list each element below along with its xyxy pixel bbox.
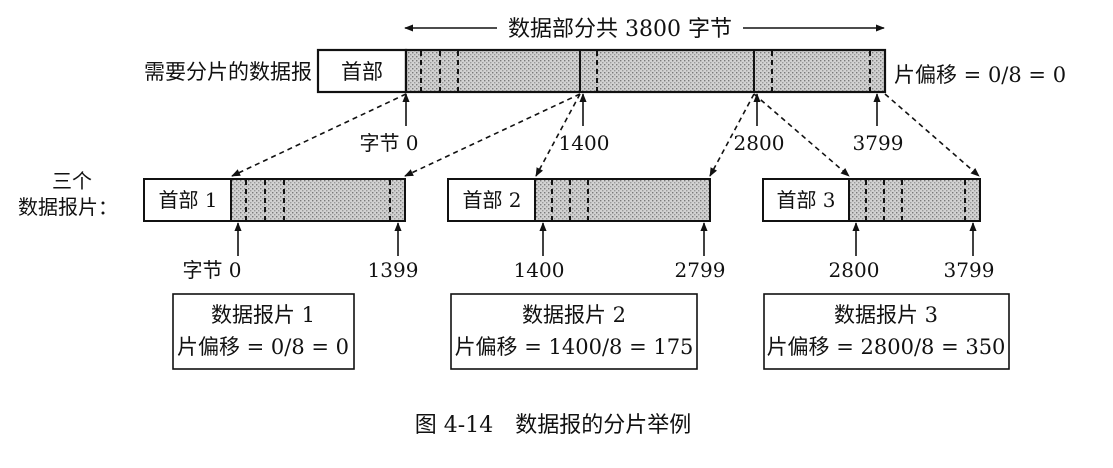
- fragment-start-label: 1400: [514, 258, 565, 282]
- fragments-label-line1: 三个: [52, 169, 92, 193]
- data-length-label: 数据部分共 3800 字节: [508, 17, 732, 42]
- fragment-header-label: 首部 1: [158, 188, 217, 212]
- tick-label: 3799: [853, 131, 904, 155]
- fragment-offset: 片偏移 = 1400/8 = 175: [455, 335, 694, 359]
- mapping-arrow: [709, 93, 755, 177]
- fragment-header: [762, 178, 850, 222]
- fragment-name: 数据报片 1: [211, 303, 315, 327]
- fragment-2: 首部 2 1400 2799 数据报片 2 片偏移 = 1400/8 = 175: [447, 178, 726, 370]
- fragment-data: [230, 178, 406, 222]
- original-datagram: 需要分片的数据报 首部 片偏移 = 0/8 = 0: [144, 48, 1066, 94]
- mapping-arrows: [231, 93, 980, 177]
- tick-label: 字节 0: [359, 131, 418, 155]
- fragment-header: [143, 178, 232, 222]
- datagram-data: [404, 48, 887, 94]
- datagram-label: 需要分片的数据报: [144, 60, 312, 84]
- fragment-header: [447, 178, 536, 222]
- fragment-data: [534, 178, 711, 222]
- datagram-header-label: 首部: [341, 60, 383, 84]
- mapping-arrow: [753, 93, 850, 177]
- figure-caption: 图 4-14 数据报的分片举例: [415, 413, 691, 438]
- mapping-arrow: [404, 93, 581, 177]
- fragment-end-label: 2799: [675, 258, 726, 282]
- fragment-1: 首部 1 字节 0 1399 数据报片 1 片偏移 = 0/8 = 0: [143, 178, 419, 370]
- tick-label: 2800: [734, 131, 785, 155]
- mapping-arrow: [884, 93, 980, 177]
- top-ticks: 字节 0 1400 2800 3799: [359, 93, 904, 155]
- fragment-end-label: 1399: [368, 258, 419, 282]
- fragments-label-line2: 数据报片：: [18, 195, 118, 219]
- fragment-info-box: [450, 293, 698, 370]
- fragment-start-label: 字节 0: [182, 258, 241, 282]
- fragment-info-box: [172, 293, 355, 370]
- fragment-offset: 片偏移 = 0/8 = 0: [177, 335, 349, 359]
- data-length-span: 数据部分共 3800 字节: [404, 17, 885, 42]
- fragment-end-label: 3799: [944, 258, 995, 282]
- fragment-3: 首部 3 2800 3799 数据报片 3 片偏移 = 2800/8 = 350: [762, 178, 1010, 370]
- fragment-info-box: [763, 293, 1010, 370]
- fragment-name: 数据报片 2: [522, 303, 626, 327]
- fragment-data: [848, 178, 981, 222]
- fragment-offset: 片偏移 = 2800/8 = 350: [767, 335, 1006, 359]
- mapping-arrow: [535, 93, 581, 177]
- tick-label: 1400: [559, 131, 610, 155]
- fragment-start-label: 2800: [829, 258, 880, 282]
- fragment-header-label: 首部 2: [462, 188, 521, 212]
- fragment-header-label: 首部 3: [776, 188, 835, 212]
- datagram-offset: 片偏移 = 0/8 = 0: [894, 63, 1066, 87]
- fragment-name: 数据报片 3: [834, 303, 938, 327]
